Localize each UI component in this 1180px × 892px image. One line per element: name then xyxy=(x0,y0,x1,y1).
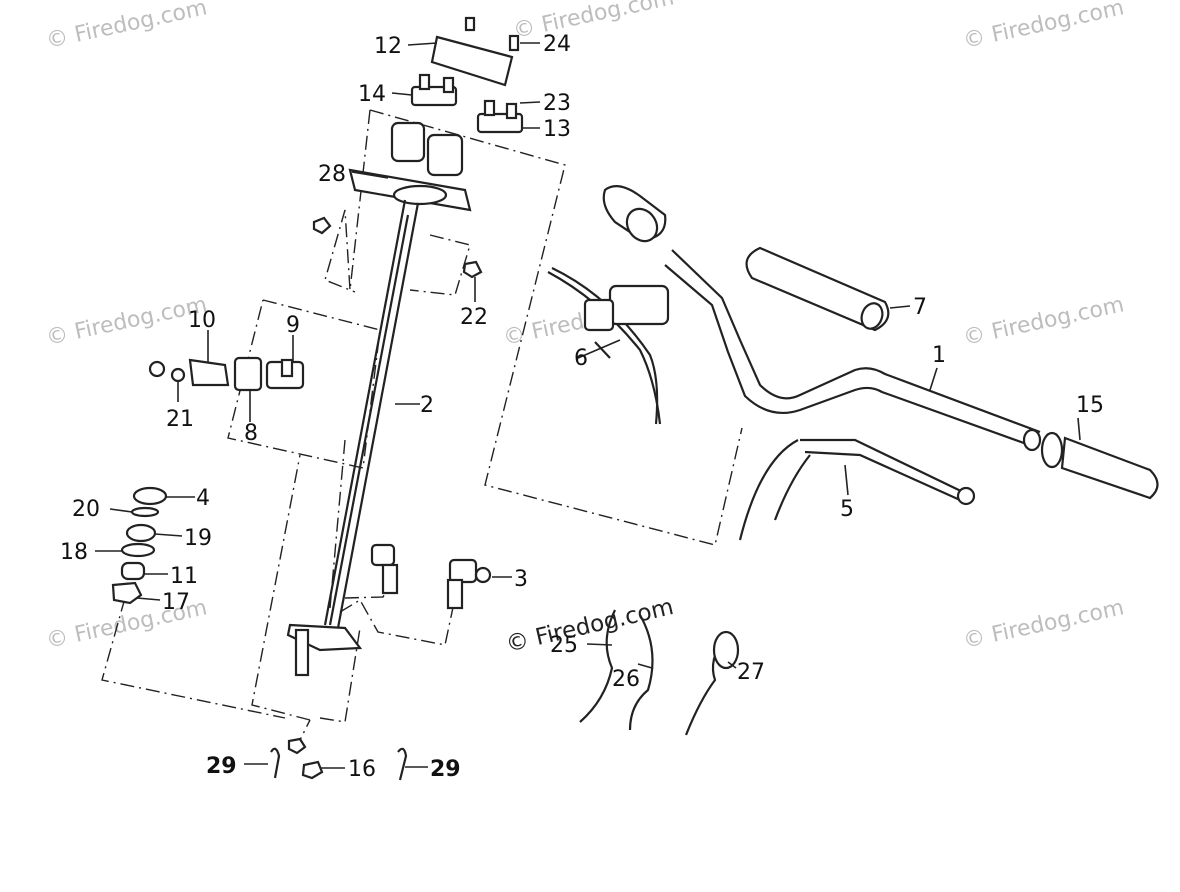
callout-19: 19 xyxy=(184,526,212,551)
callout-3: 3 xyxy=(514,567,528,592)
callout-11: 11 xyxy=(170,564,198,589)
callout-10: 10 xyxy=(188,308,216,333)
callout-20: 20 xyxy=(72,497,100,522)
callout-24: 24 xyxy=(543,32,571,57)
leader-lines xyxy=(95,42,1081,769)
callout-1: 1 xyxy=(932,343,946,368)
callout-9: 9 xyxy=(286,313,300,338)
part-5-lever xyxy=(738,438,976,541)
assembly-outlines xyxy=(101,109,743,751)
bearing-outline xyxy=(101,597,286,719)
part-28-top-bridge xyxy=(348,121,472,212)
callout-7: 7 xyxy=(913,295,927,320)
part-1-handlebar xyxy=(602,185,1042,452)
watermark-9: © Firedog.com xyxy=(961,595,1126,653)
callout-6: 6 xyxy=(574,346,588,371)
callout-8: 8 xyxy=(244,421,258,446)
cables-25-26-27 xyxy=(579,609,740,736)
callout-2: 2 xyxy=(420,393,434,418)
bracket-outline xyxy=(227,299,381,469)
upper-nuts xyxy=(312,216,483,279)
watermark-3: © Firedog.com xyxy=(961,0,1126,54)
top-clamp-outline xyxy=(324,109,371,293)
callout-22: 22 xyxy=(460,305,488,330)
lower-outline xyxy=(319,627,361,723)
callout-28: 28 xyxy=(318,162,346,187)
shaft-outline-b xyxy=(251,454,311,721)
callout-16: 16 xyxy=(348,757,376,782)
part-12-plate xyxy=(430,16,520,87)
part-2-steering-shaft xyxy=(286,199,420,677)
bolt-outline xyxy=(409,234,471,296)
watermark-1: © Firedog.com xyxy=(44,0,209,54)
callout-12: 12 xyxy=(374,34,402,59)
callout-29-left: 29 xyxy=(206,754,237,779)
lower-fasteners xyxy=(270,737,408,781)
callout-15: 15 xyxy=(1076,393,1104,418)
callout-23: 23 xyxy=(543,91,571,116)
cable-guide-outline xyxy=(339,597,456,646)
watermark-4: © Firedog.com xyxy=(44,292,209,350)
part-13-upper-clamp xyxy=(476,99,524,134)
part-15-grip xyxy=(1040,431,1159,500)
part-6-brake-lever xyxy=(547,267,670,425)
watermark-8: © Firedog.com xyxy=(504,594,677,658)
callout-26: 26 xyxy=(612,667,640,692)
callout-14: 14 xyxy=(358,82,386,107)
callout-18: 18 xyxy=(60,540,88,565)
callout-5: 5 xyxy=(840,497,854,522)
part-7-grip xyxy=(745,246,890,332)
bearing-stack xyxy=(111,486,168,605)
callout-25: 25 xyxy=(550,633,578,658)
callout-27: 27 xyxy=(737,660,765,685)
guide-outline-b xyxy=(344,579,393,599)
watermark-6: © Firedog.com xyxy=(961,292,1126,350)
watermark-2: © Firedog.com xyxy=(511,0,676,44)
part-14-upper-clamp xyxy=(410,73,458,107)
callout-4: 4 xyxy=(196,486,210,511)
callout-17: 17 xyxy=(162,590,190,615)
parts-8-9-10-bracket xyxy=(148,356,305,392)
part-3-fittings xyxy=(370,543,492,610)
callout-21: 21 xyxy=(166,407,194,432)
callouts: 12 24 14 23 13 28 22 10 9 21 8 2 4 20 19… xyxy=(60,32,1104,782)
callout-13: 13 xyxy=(543,117,571,142)
handlebar-outline xyxy=(369,109,743,546)
callout-29-right: 29 xyxy=(430,757,461,782)
